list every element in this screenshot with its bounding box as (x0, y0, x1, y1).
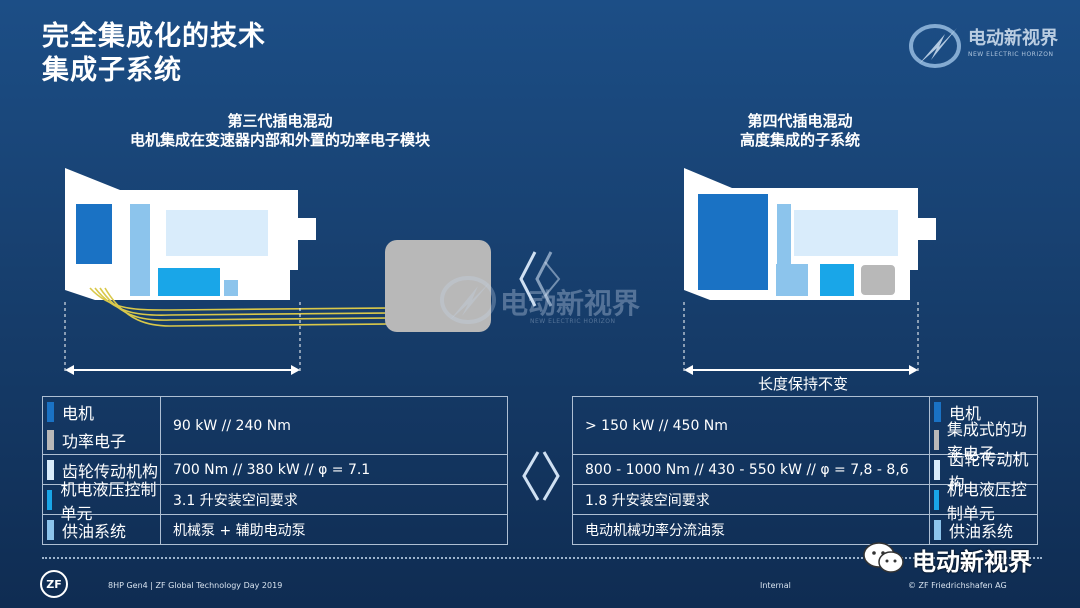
brand-name: 电动新视界 (968, 28, 1058, 49)
table-value: 700 Nm // 380 kW // φ = 7.1 (160, 454, 508, 485)
wechat-account-name: 电动新视界 (912, 548, 1032, 576)
gen3-power-electronics-box (385, 240, 491, 332)
gen3-gear-block (166, 210, 268, 256)
left-heading-line-1: 第三代插电混动 (227, 112, 333, 130)
brand-subtitle: NEW ELECTRIC HORIZON (968, 51, 1054, 58)
footer-right-text: © ZF Friedrichshafen AG (908, 581, 1007, 590)
table-value: 90 kW // 240 Nm (160, 396, 508, 455)
table-value: 3.1 升安装空间要求 (160, 484, 508, 515)
table-label: 齿轮传动机构 (948, 449, 1029, 493)
table-label: 机电液压控制单元 (60, 479, 157, 523)
brand-logo-icon (909, 24, 961, 68)
power-electronics-color-swatch (934, 429, 939, 450)
left-label-cell: 机电液压控制单元 (42, 480, 161, 523)
page-title: 完全集成化的技术 集成子系统 (42, 20, 266, 88)
table-exchange-arrows-icon (522, 451, 560, 501)
wechat-icon (863, 542, 904, 573)
gen3-motor-block (76, 204, 112, 264)
left-heading: 第三代插电混动 电机集成在变速器内部和外置的功率电子模块 (90, 112, 470, 150)
length-unchanged-label: 长度保持不变 (757, 375, 848, 393)
left-label-cell: 供油系统 (42, 514, 161, 545)
right-heading: 第四代插电混动 高度集成的子系统 (650, 112, 950, 150)
motor-color-swatch (47, 401, 54, 422)
table-label: 功率电子 (62, 431, 127, 451)
left-heading-line-2: 电机集成在变速器内部和外置的功率电子模块 (129, 131, 430, 149)
table-label: 供油系统 (949, 521, 1014, 541)
gear-color-swatch (934, 459, 941, 480)
gen3-oil-small-block (224, 280, 238, 296)
table-value: > 150 kW // 450 Nm (572, 396, 930, 455)
table-label: 电机 (949, 403, 982, 423)
table-value: 800 - 1000 Nm // 430 - 550 kW // φ = 7,8… (572, 454, 930, 485)
gen3-cables (89, 287, 391, 327)
left-label-cell: 电机 功率电子 (42, 396, 161, 455)
gen4-motor-block (698, 194, 768, 290)
gen4-control-block (820, 264, 854, 296)
title-line-1: 完全集成化的技术 (42, 21, 266, 52)
watermark-subtitle: NEW ELECTRIC HORIZON (530, 318, 616, 325)
control-unit-color-swatch (47, 489, 53, 510)
table-label: 齿轮传动机构 (62, 461, 159, 481)
exchange-arrows-icon (519, 251, 561, 307)
title-line-2: 集成子系统 (42, 55, 182, 86)
table-value: 1.8 升安装空间要求 (572, 484, 930, 515)
gen4-transmission-diagram (683, 168, 936, 375)
left-spec-table: 电机 功率电子 90 kW // 240 Nm 齿轮传动机构 700 Nm //… (42, 396, 508, 545)
right-heading-line-1: 第四代插电混动 (747, 112, 853, 130)
footer-divider (42, 557, 1042, 559)
table-label: 供油系统 (62, 521, 127, 541)
gen4-oil-block-lower (776, 264, 808, 296)
oil-system-color-swatch (47, 519, 54, 540)
right-label-cell: 电机 集成式的功率电子 (929, 396, 1038, 463)
table-label: 电机 (62, 403, 95, 423)
gen3-transmission-diagram (64, 168, 491, 375)
gen3-control-block (158, 268, 220, 296)
gen4-gear-block (794, 210, 898, 256)
watermark-logo-icon (440, 276, 496, 324)
control-unit-color-swatch (934, 489, 939, 510)
oil-system-color-swatch (934, 519, 941, 540)
gen3-oil-block (130, 204, 150, 296)
gear-color-swatch (47, 459, 54, 480)
right-label-cell: 供油系统 (929, 514, 1038, 545)
right-spec-table: > 150 kW // 450 Nm 电机 集成式的功率电子 800 - 100… (572, 396, 1038, 545)
power-electronics-color-swatch (47, 429, 54, 450)
zf-logo-icon: ZF (40, 570, 68, 598)
motor-color-swatch (934, 401, 941, 422)
gen4-power-electronics-block (859, 263, 897, 297)
table-label: 集成式的功率电子 (946, 419, 1027, 463)
right-label-cell: 齿轮传动机构 (929, 450, 1038, 493)
watermark-text: 电动新视界 (500, 287, 641, 320)
right-label-cell: 机电液压控制单元 (929, 480, 1038, 523)
table-value: 电动机械功率分流油泵 (572, 514, 930, 545)
table-value: 机械泵 + 辅助电动泵 (160, 514, 508, 545)
table-label: 机电液压控制单元 (946, 479, 1027, 523)
footer-center-text: Internal (760, 581, 791, 590)
footer-left-text: 8HP Gen4 | ZF Global Technology Day 2019 (108, 581, 283, 590)
right-heading-line-2: 高度集成的子系统 (739, 131, 860, 149)
